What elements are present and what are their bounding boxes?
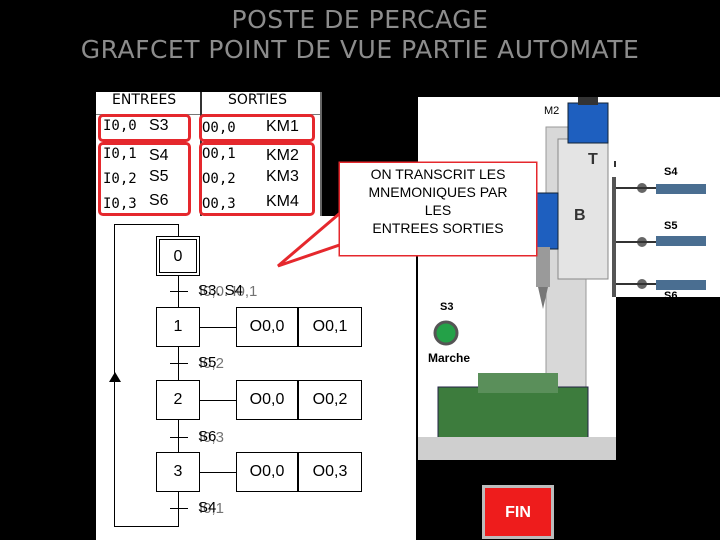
transition-2-label: S5 I0,2 bbox=[198, 354, 225, 372]
callout-line: MNEMONIQUES PAR bbox=[368, 184, 508, 200]
fin-button[interactable]: FIN bbox=[482, 485, 554, 539]
output-mnemonic: KM4 bbox=[266, 193, 299, 210]
label-s4: S4 bbox=[664, 166, 678, 178]
label-s5: S5 bbox=[664, 220, 678, 232]
label-m2: M2 bbox=[544, 105, 560, 117]
step-3-action-2: O0,3 bbox=[298, 452, 362, 492]
transition-1-label: S3. S4 I0,0. I0,1 bbox=[198, 282, 258, 300]
output-mnemonic: KM1 bbox=[266, 118, 299, 135]
step-2-action-1: O0,0 bbox=[236, 380, 298, 420]
callout-line: ON TRANSCRIT LES bbox=[370, 166, 506, 182]
label-b: B bbox=[574, 207, 586, 224]
title-line-1: POSTE DE PERCAGE bbox=[231, 5, 489, 34]
output-address: O0,3 bbox=[202, 196, 236, 212]
output-mnemonic: KM2 bbox=[266, 147, 299, 164]
callout-line: LES bbox=[424, 202, 452, 218]
grafcet-step-3: 3 bbox=[156, 452, 200, 492]
transition-3-label: S6 I0,3 bbox=[198, 428, 225, 446]
step-2-action-2: O0,2 bbox=[298, 380, 362, 420]
drilling-station-picture: M2 T B S3 Marche bbox=[418, 97, 616, 460]
input-address: I0,1 bbox=[103, 146, 137, 162]
label-t: T bbox=[588, 151, 598, 168]
highlight-input-rows bbox=[98, 142, 191, 216]
callout-line: ENTREES SORTIES bbox=[372, 220, 504, 236]
input-mnemonic: S6 bbox=[149, 192, 169, 209]
input-address: I0,3 bbox=[103, 196, 137, 212]
output-address: O0,0 bbox=[202, 120, 236, 136]
input-mnemonic: S3 bbox=[149, 117, 169, 134]
callout-box: ON TRANSCRIT LES MNEMONIQUES PAR LES ENT… bbox=[340, 163, 536, 255]
output-address: O0,2 bbox=[202, 171, 236, 187]
step-1-action-2: O0,1 bbox=[298, 307, 362, 347]
drilling-machine-icon bbox=[418, 97, 616, 460]
inputs-header: ENTREES bbox=[112, 92, 177, 108]
grafcet-step-2: 2 bbox=[156, 380, 200, 420]
title-line-2: GRAFCET POINT DE VUE PARTIE AUTOMATE bbox=[80, 35, 640, 64]
step-1-action-1: O0,0 bbox=[236, 307, 298, 347]
label-s3: S3 bbox=[440, 301, 454, 313]
grafcet-step-0: 0 bbox=[156, 236, 200, 276]
output-address: O0,1 bbox=[202, 146, 236, 162]
transition-4-label: S4 I0,1 bbox=[198, 499, 225, 517]
highlight-input-row bbox=[98, 114, 191, 142]
grafcet-step-1: 1 bbox=[156, 307, 200, 347]
label-marche: Marche bbox=[428, 351, 471, 365]
sensor-switches-icon bbox=[616, 183, 706, 290]
loop-arrow-icon bbox=[109, 372, 121, 382]
outputs-header: SORTIES bbox=[228, 92, 288, 108]
highlight-output-rows bbox=[199, 142, 315, 216]
input-address: I0,0 bbox=[103, 118, 137, 134]
label-s6: S6 bbox=[664, 290, 678, 302]
input-mnemonic: S4 bbox=[149, 147, 169, 164]
output-mnemonic: KM3 bbox=[266, 168, 299, 185]
input-mnemonic: S5 bbox=[149, 168, 169, 185]
step-3-action-1: O0,0 bbox=[236, 452, 298, 492]
input-address: I0,2 bbox=[103, 171, 137, 187]
highlight-output-row bbox=[199, 114, 315, 142]
